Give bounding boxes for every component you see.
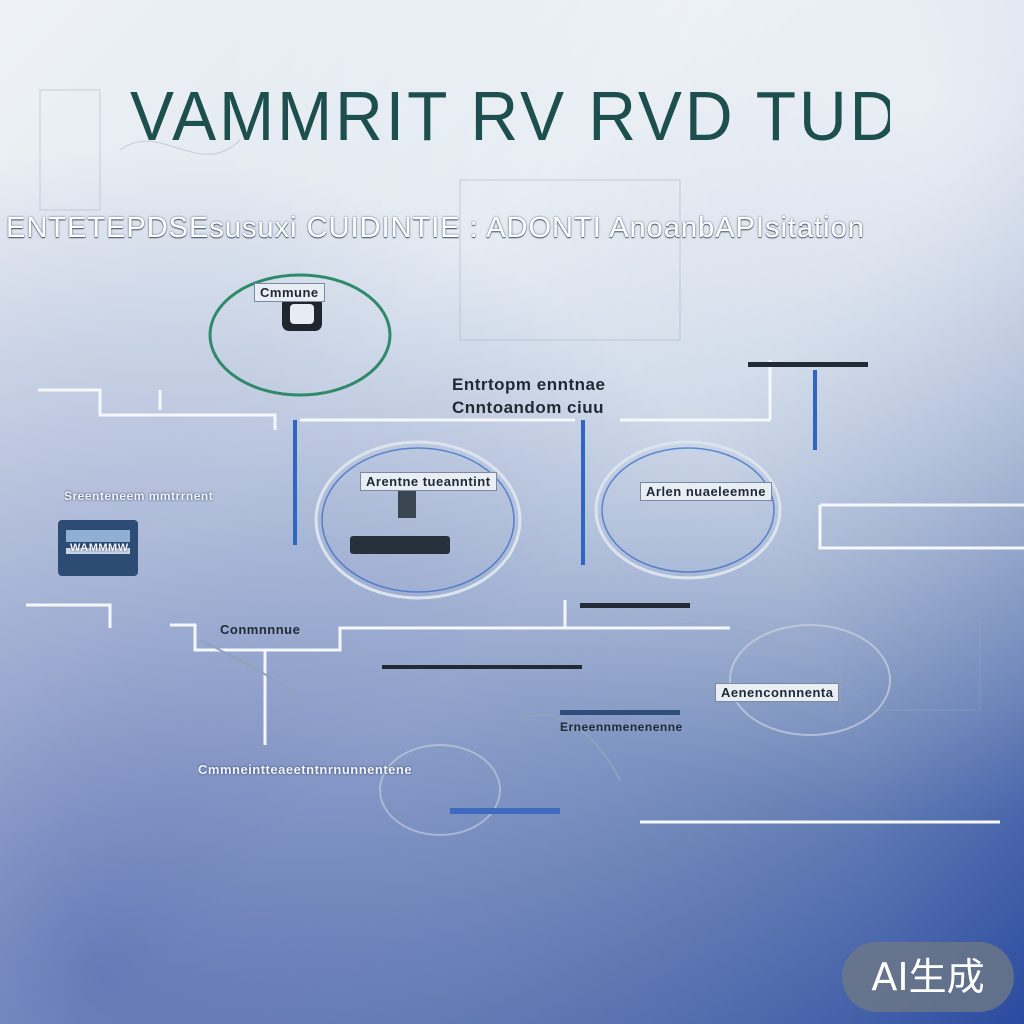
left-device-label: WAMMMW xyxy=(70,542,129,554)
process-ellipses xyxy=(208,273,891,836)
mid-lower-caption: Conmnnnue xyxy=(220,622,301,637)
center-header-line1: Entrtopm enntnae xyxy=(452,375,606,394)
server-icon xyxy=(58,520,138,576)
bottom-left-caption: Cmmneintteaeetntnrnunnentene xyxy=(198,762,413,777)
cable-icon xyxy=(199,639,621,781)
bottom-center-caption: Erneennmenenenne xyxy=(560,720,683,734)
label-bars xyxy=(382,362,868,814)
page-subtitle: ENTETEPDSEsusuxi CUIDINTIE : ADONTI Anoa… xyxy=(6,212,865,244)
top-left-node-label: Cmmune xyxy=(254,283,325,302)
gauge-icon xyxy=(350,490,450,554)
connector-lines-blue xyxy=(293,370,817,565)
ai-generated-badge: AI生成 xyxy=(842,942,1014,1012)
right-mid-caption: Aenenconnnenta xyxy=(715,683,840,702)
center-ellipse-label: Arentne tueanntint xyxy=(360,472,497,491)
left-caption: Sreenteneem mmtrrnent xyxy=(64,489,214,503)
right-ellipse-label: Arlen nuaeleemne xyxy=(640,482,772,501)
connector-lines-white xyxy=(26,360,1024,824)
center-header-line2: Cnntoandom ciuu xyxy=(452,398,604,417)
device-icon xyxy=(282,297,322,331)
page-title: VAMMRIT RV RVD TUDL xyxy=(130,77,890,155)
